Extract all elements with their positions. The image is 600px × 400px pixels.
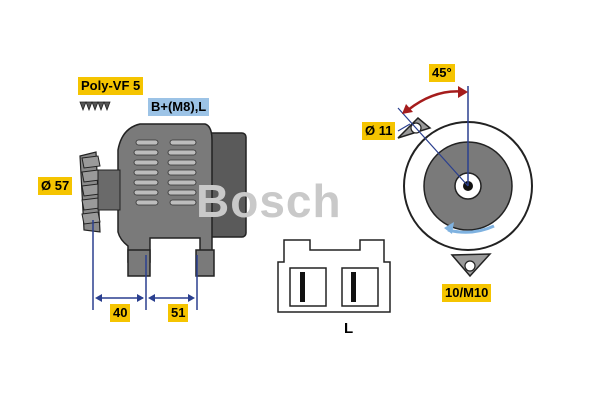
- pulley-diameter-label: Ø 57: [38, 177, 73, 195]
- dimension-lines: [92, 220, 198, 310]
- hole-diameter-label: Ø 11: [362, 122, 396, 140]
- dimension-40-label: 40: [110, 304, 131, 322]
- terminal-label: B+(M8),L: [148, 98, 210, 116]
- mount-thread-label: 10/M10: [442, 284, 492, 302]
- angle-label: 45°: [429, 64, 455, 82]
- dimension-51-label: 51: [168, 304, 189, 322]
- plug-type-label: L: [344, 320, 354, 337]
- alternator-side-view: [79, 101, 247, 277]
- alternator-front-view: [397, 86, 533, 278]
- belt-groove-icon: [79, 101, 111, 112]
- bosch-watermark: Bosch: [196, 175, 342, 227]
- connector-plug: [277, 239, 391, 313]
- pulley-type-label: Poly-VF 5: [78, 77, 144, 95]
